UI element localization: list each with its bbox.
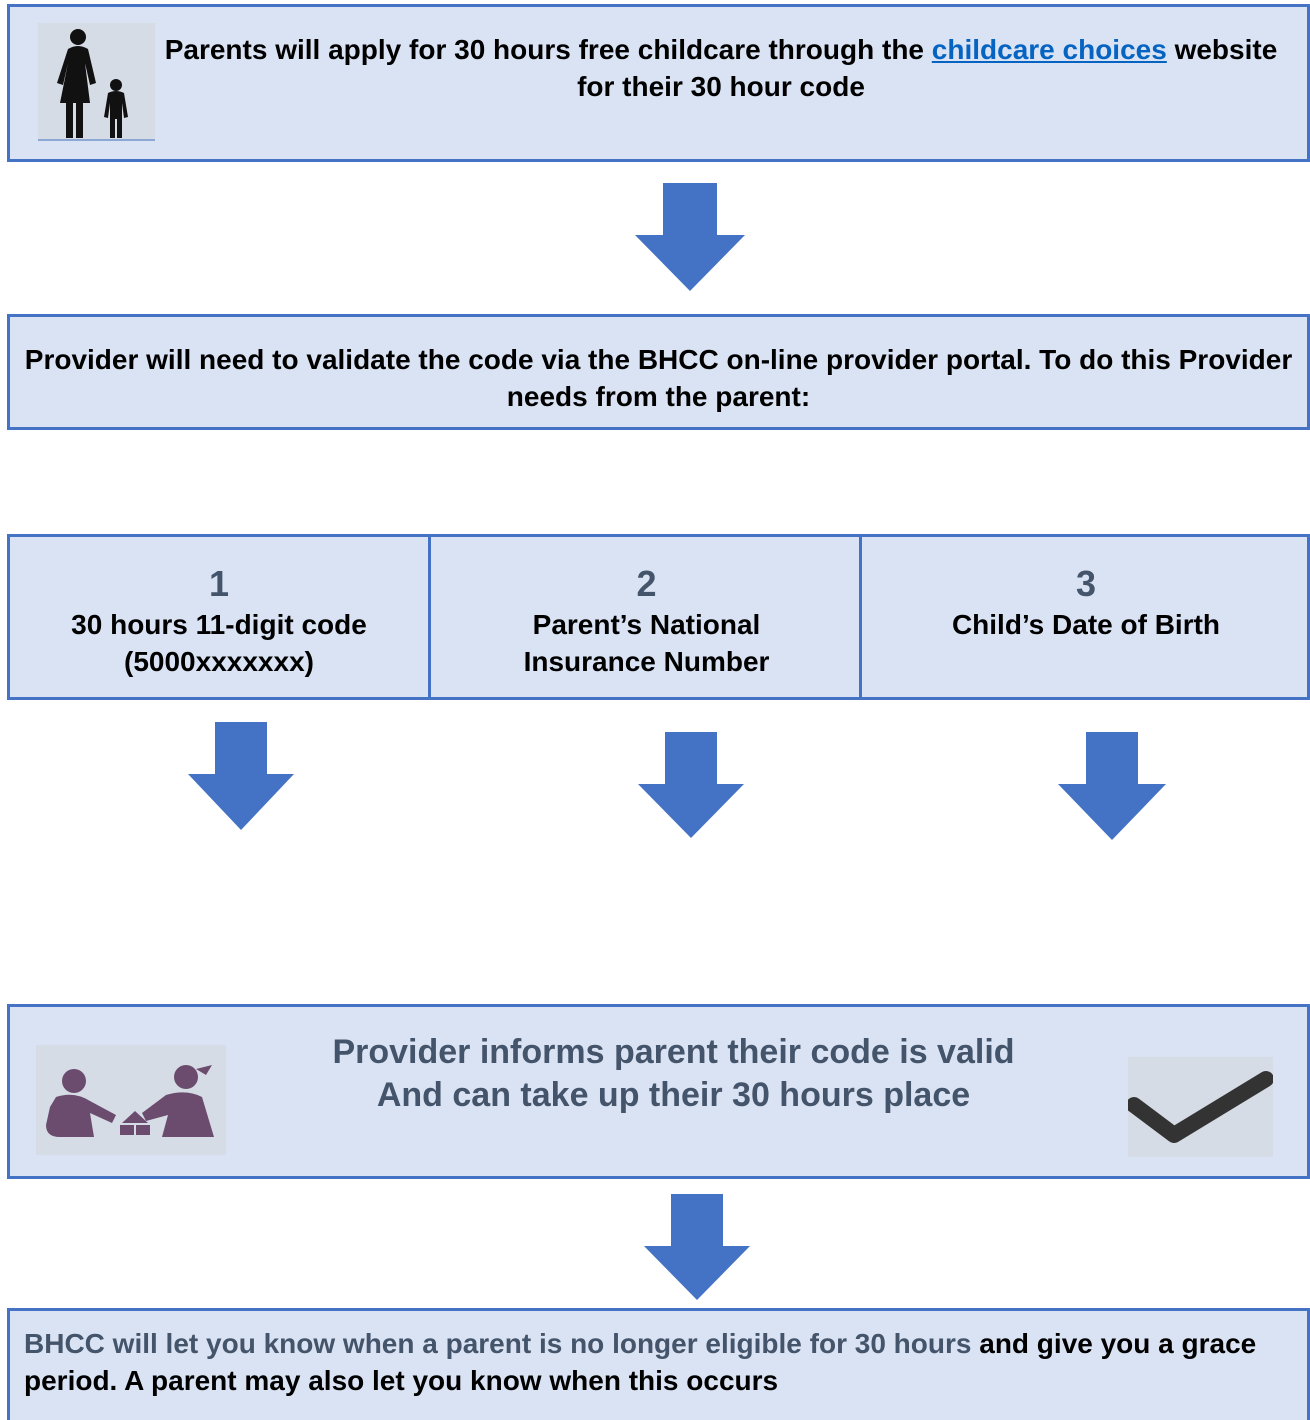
step-box-eligibility: BHCC will let you know when a parent is … xyxy=(7,1308,1310,1420)
step-apply-text: Parents will apply for 30 hours free chi… xyxy=(145,31,1297,105)
step-box-validate: Provider will need to validate the code … xyxy=(7,314,1310,430)
step-validate-text: Provider will need to validate the code … xyxy=(24,344,1293,412)
down-arrow-icon xyxy=(188,722,294,830)
requirement-number: 1 xyxy=(208,563,230,604)
down-arrow-icon xyxy=(635,183,745,291)
requirement-number: 3 xyxy=(1075,563,1097,604)
requirement-label-line2: (5000xxxxxxx) xyxy=(124,646,314,677)
requirement-item: 1 30 hours 11-digit code (5000xxxxxxx) xyxy=(10,537,428,697)
step-inform-line1: Provider informs parent their code is va… xyxy=(332,1033,1015,1071)
step-eligibility-rest: and give you a grace period. A parent ma… xyxy=(24,1328,1257,1396)
requirement-item: 2 Parent’s National Insurance Number xyxy=(428,537,862,697)
down-arrow-icon xyxy=(1058,732,1166,840)
requirement-number: 2 xyxy=(636,563,657,604)
requirement-label-line2: Insurance Number xyxy=(523,646,770,677)
childcare-choices-link[interactable]: childcare choices xyxy=(931,34,1167,65)
parent-and-child-icon xyxy=(38,23,155,141)
step-apply-text-after: website for their 30 hour code xyxy=(577,34,1278,102)
requirement-label-line1: Parent’s National xyxy=(532,609,761,640)
requirements-row: 1 30 hours 11-digit code (5000xxxxxxx) 2… xyxy=(7,534,1310,700)
requirement-item: 3 Child’s Date of Birth xyxy=(859,537,1310,697)
checkmark-icon xyxy=(1126,1057,1274,1157)
step-inform-line2: And can take up their 30 hours place xyxy=(376,1076,971,1114)
step-eligibility-highlight: BHCC will let you know when a parent is … xyxy=(24,1328,972,1359)
adult-child-playing-blocks-icon xyxy=(36,1045,226,1155)
step-apply-text-before: Parents will apply for 30 hours free chi… xyxy=(164,34,932,65)
step-box-inform: Provider informs parent their code is va… xyxy=(7,1004,1310,1179)
requirement-label-line1: Child’s Date of Birth xyxy=(951,609,1221,640)
step-inform-text: Provider informs parent their code is va… xyxy=(240,1031,1107,1117)
step-eligibility-text: BHCC will let you know when a parent is … xyxy=(24,1325,1287,1399)
step-box-apply: Parents will apply for 30 hours free chi… xyxy=(7,4,1310,162)
requirement-label-line1: 30 hours 11-digit code xyxy=(71,609,367,640)
down-arrow-icon xyxy=(644,1194,750,1300)
down-arrow-icon xyxy=(638,732,744,838)
